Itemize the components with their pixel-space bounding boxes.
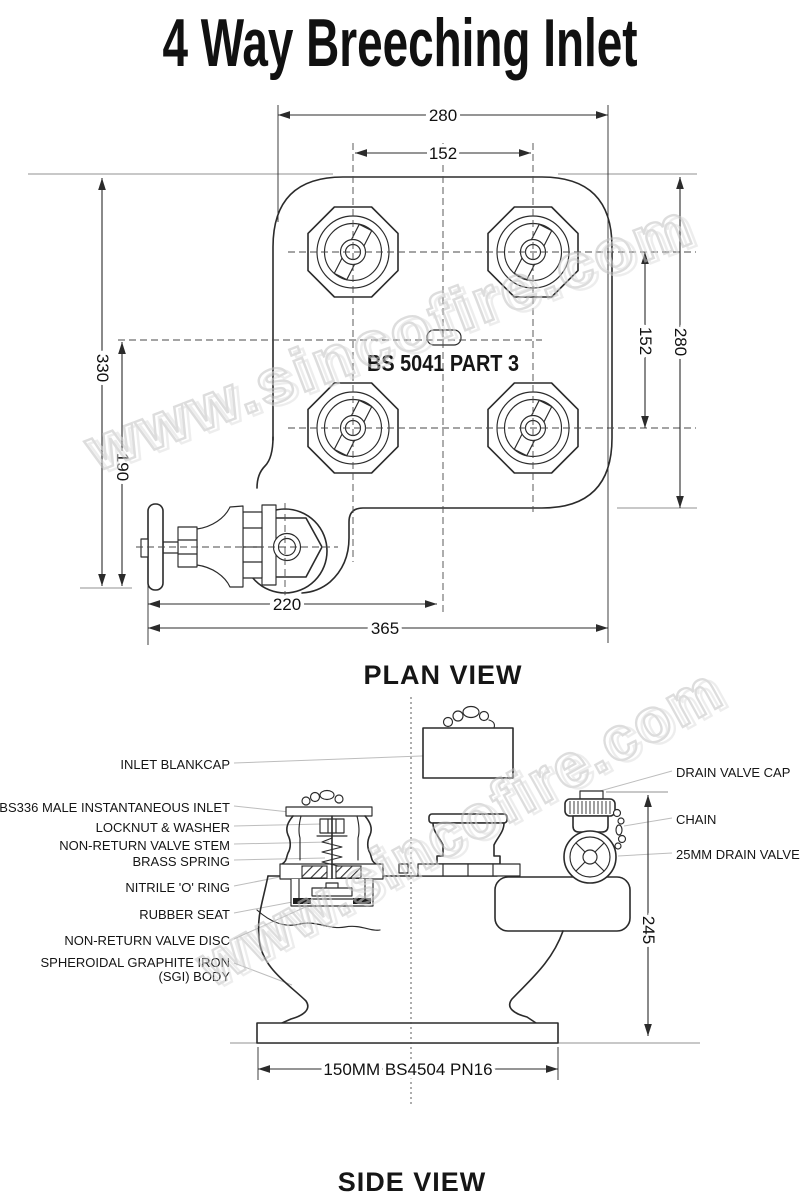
dim-top-inlet-centers: 152 <box>429 144 457 163</box>
dim-side-height: 245 <box>639 916 658 944</box>
rubber-seat-left <box>293 898 311 904</box>
label-rubber-seat: RUBBER SEAT <box>139 907 230 922</box>
base-flange <box>256 1022 559 1044</box>
page-title: 4 Way Breeching Inlet <box>163 5 638 81</box>
label-nitrile-o-ring: NITRILE 'O' RING <box>125 880 230 895</box>
side-view-drawing: 245 150MM BS4504 PN16 INLET BLANKCAP BS3… <box>0 697 800 1197</box>
label-inlet-blankcap: INLET BLANKCAP <box>120 757 230 772</box>
dim-bottom-overall: 365 <box>371 619 399 638</box>
cap-ribs <box>569 801 611 814</box>
lifting-handle <box>426 329 462 346</box>
side-view-caption: SIDE VIEW <box>338 1167 487 1197</box>
o-ring-section-left <box>301 865 328 879</box>
dim-left-overall: 330 <box>93 354 112 382</box>
drain-valve-neck <box>572 815 609 833</box>
brass-spring <box>321 837 343 867</box>
drain-valve-side <box>563 790 627 884</box>
inlet-shell-left <box>280 815 294 867</box>
label-valve-stem: NON-RETURN VALVE STEM <box>59 838 230 853</box>
fitted-blankcap-outline <box>285 806 373 817</box>
side-dimensions: 245 150MM BS4504 PN16 <box>257 795 662 1083</box>
plan-dimensions: 280 152 330 190 152 280 220 365 <box>90 103 694 645</box>
dim-bottom-valve: 220 <box>273 595 301 614</box>
side-labels-right: DRAIN VALVE CAP CHAIN 25MM DRAIN VALVE <box>676 765 800 862</box>
body-right-profile <box>508 930 564 1024</box>
valve-stem <box>162 541 179 554</box>
label-bs336-inlet: BS336 MALE INSTANTANEOUS INLET <box>0 800 230 815</box>
watermark-text: www.sincofire.com <box>184 654 734 1001</box>
valve-gland-rings <box>242 511 263 579</box>
watermark-side: www.sincofire.com www.sincofire.com <box>183 653 741 1004</box>
label-valve-disc: NON-RETURN VALVE DISC <box>64 933 230 948</box>
valve-stem-tip <box>140 538 149 558</box>
o-ring-section-right <box>335 865 362 879</box>
deck-lug <box>398 863 409 874</box>
side-body <box>256 875 631 1044</box>
label-sgi-body-line1: SPHEROIDAL GRAPHITE IRON <box>41 955 231 970</box>
section-cut-line <box>256 909 381 931</box>
label-locknut-washer: LOCKNUT & WASHER <box>96 820 230 835</box>
non-return-valve-disc <box>311 887 353 897</box>
label-brass-spring: BRASS SPRING <box>132 854 230 869</box>
label-25mm-drain-valve: 25MM DRAIN VALVE <box>676 847 800 862</box>
plan-reference-lines <box>28 173 697 589</box>
plan-view-caption: PLAN VIEW <box>363 660 522 690</box>
male-inlet-section <box>279 789 384 907</box>
drain-valve-boss <box>494 876 631 932</box>
valve-bonnet-bell <box>196 505 244 588</box>
label-drain-valve-cap: DRAIN VALVE CAP <box>676 765 790 780</box>
label-chain: CHAIN <box>676 812 716 827</box>
dim-top-overall: 280 <box>429 106 457 125</box>
drain-cap-chain <box>612 808 627 850</box>
dim-right-inlet-centers: 152 <box>636 327 655 355</box>
inlet-blankcap <box>422 705 514 779</box>
plan-drain-valve <box>140 503 323 591</box>
inlet-shell-right <box>364 815 378 867</box>
instantaneous-coupling-profile <box>398 813 521 877</box>
rubber-seat-right <box>353 898 371 904</box>
dim-right-overall: 280 <box>671 328 690 356</box>
label-sgi-body-line2: (SGI) BODY <box>158 969 230 984</box>
plan-view-drawing: BS 5041 PART 3 280 152 330 190 <box>28 103 697 690</box>
dim-flange-spec: 150MM BS4504 PN16 <box>323 1060 492 1079</box>
plan-centerlines <box>118 143 696 614</box>
side-labels-left: INLET BLANKCAP BS336 MALE INSTANTANEOUS … <box>0 757 230 984</box>
dim-left-valve: 190 <box>113 453 132 481</box>
